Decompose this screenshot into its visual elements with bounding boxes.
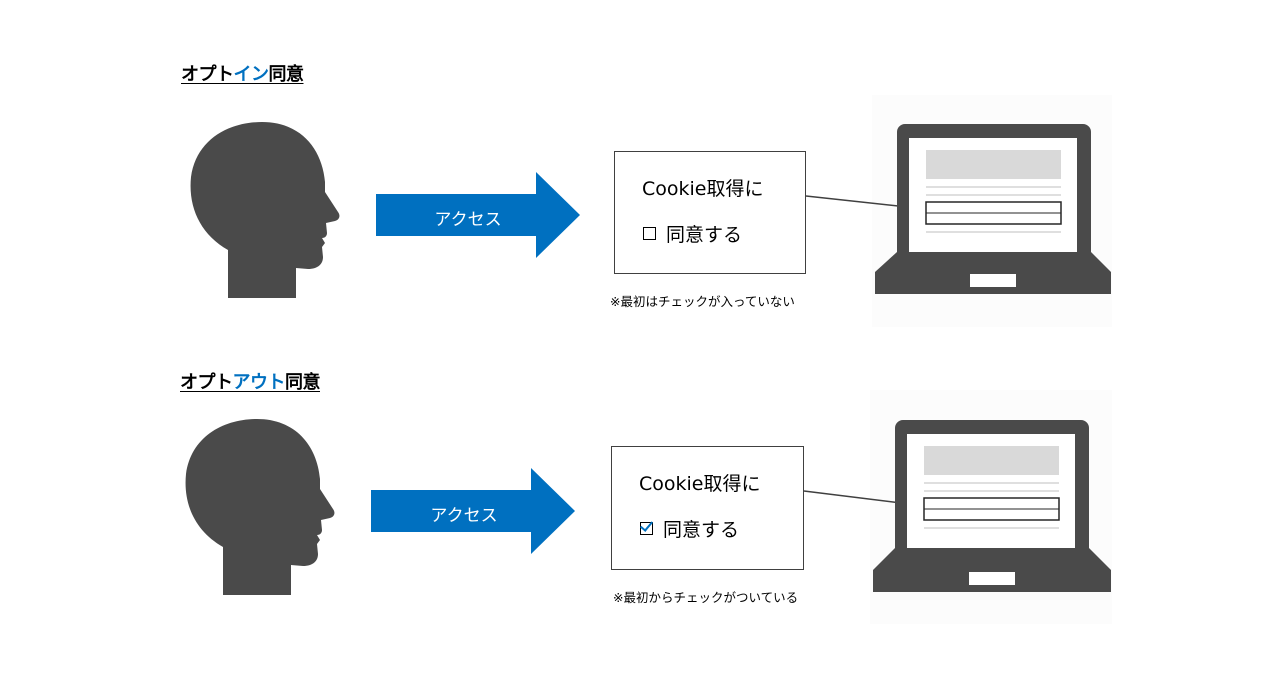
optout-heading-prefix: オプト [180, 372, 233, 393]
optin-consent-title: Cookie取得に [642, 178, 764, 200]
optin-consent-box: Cookie取得に 同意する [614, 151, 806, 274]
optin-heading: オプトイン同意 [181, 60, 304, 86]
optout-heading: オプトアウト同意 [180, 368, 321, 394]
laptop-icon [875, 124, 1111, 294]
optout-note: ※最初からチェックがついている [613, 590, 799, 605]
optout-heading-suffix: 同意 [285, 372, 321, 393]
checkmark-icon [639, 518, 654, 532]
laptop-icon [873, 420, 1111, 592]
checkbox-checked-icon[interactable] [639, 518, 654, 535]
optin-heading-accent: イン [233, 64, 270, 85]
person-head-silhouette-icon [190, 122, 340, 298]
optout-heading-accent: アウト [232, 372, 286, 393]
checkbox-empty-icon[interactable] [643, 227, 656, 240]
optin-consent-label: 同意する [666, 224, 743, 246]
optout-consent-label: 同意する [663, 519, 740, 541]
arrow-right-icon [376, 172, 580, 258]
optout-consent-box: Cookie取得に 同意する [611, 446, 804, 570]
optin-note: ※最初はチェックが入っていない [610, 294, 795, 309]
optin-heading-prefix: オプト [181, 64, 234, 85]
optout-consent-row: 同意する [639, 515, 740, 542]
arrow-right-icon [371, 468, 575, 554]
optin-section: オプトイン同意 アクセス Cookie取得に 同意する ※最初はチェックが入って… [181, 60, 1111, 309]
optin-consent-row: 同意する [643, 220, 742, 247]
optout-section: オプトアウト同意 アクセス Cookie取得に 同意する ※最初からチェックがつ… [0, 310, 1282, 649]
person-head-silhouette-icon [185, 419, 335, 595]
optin-heading-suffix: 同意 [268, 64, 305, 85]
optout-consent-title: Cookie取得に [639, 473, 761, 495]
optout-arrow-label: アクセス [430, 506, 498, 526]
optin-arrow-label: アクセス [434, 210, 502, 230]
